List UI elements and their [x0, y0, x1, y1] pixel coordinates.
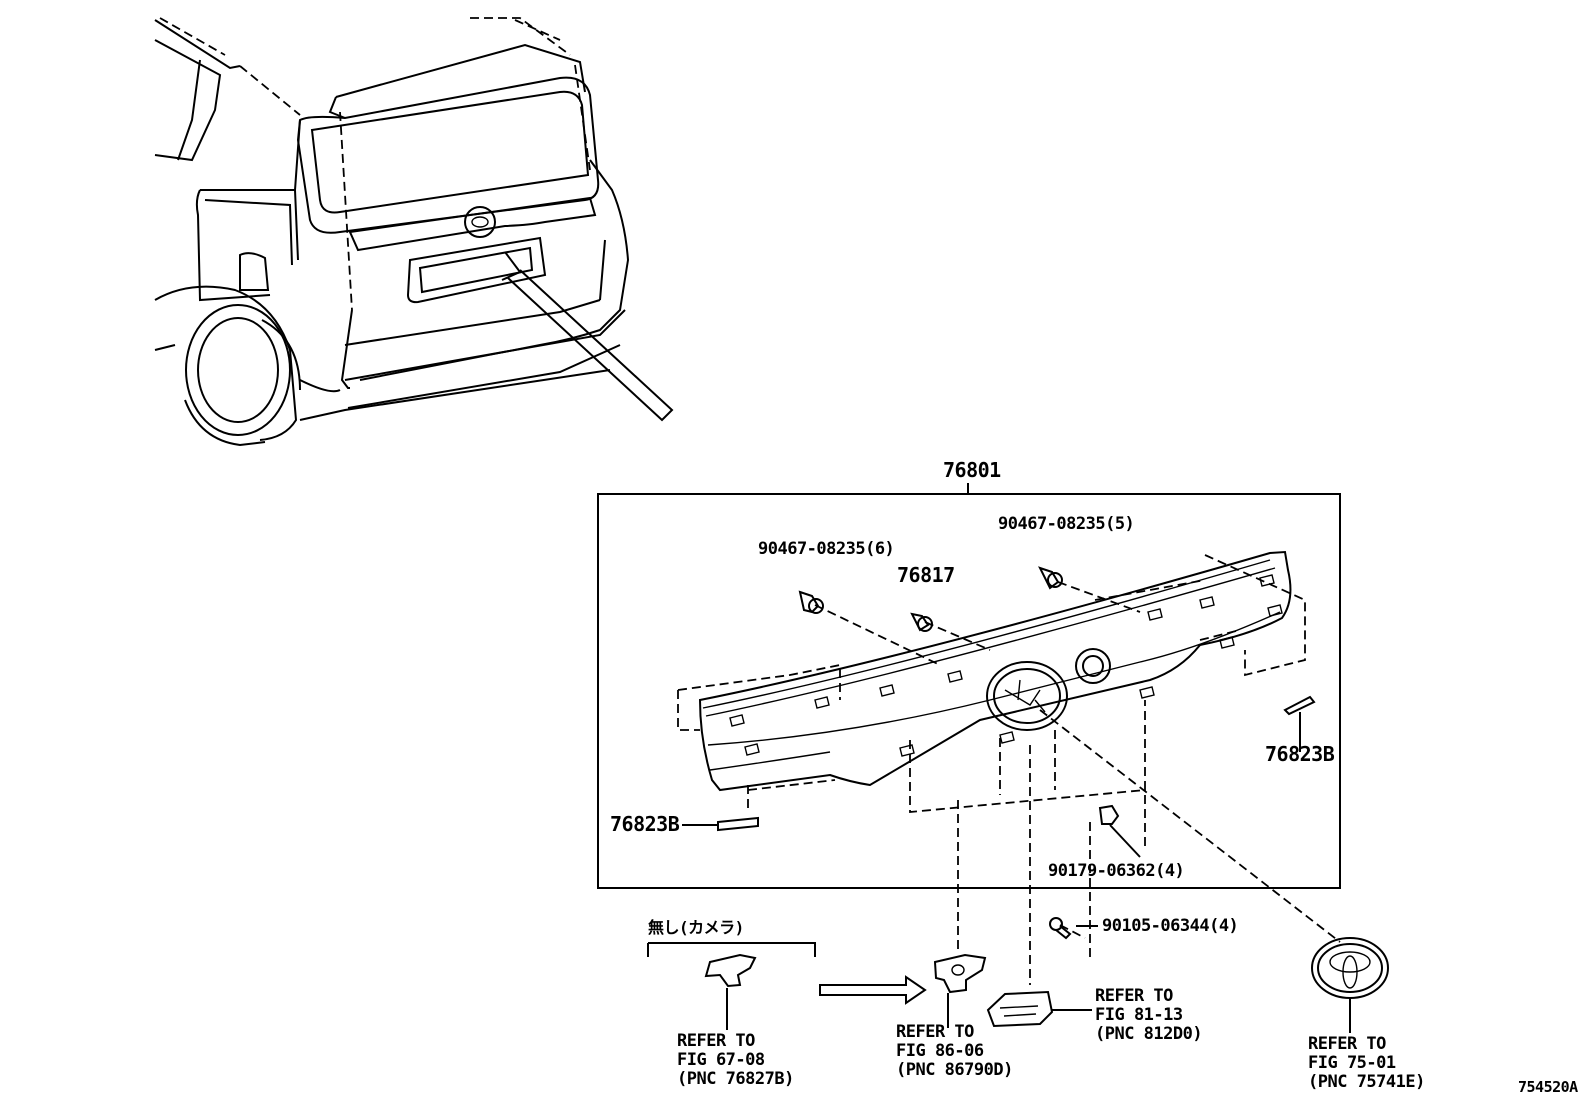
clip-left-part-number: 90467-08235(6): [758, 539, 895, 559]
vehicle-rear-illustration: [154, 17, 674, 447]
main-part-number: 76801: [943, 458, 1001, 482]
nut-icon: [1098, 804, 1141, 858]
arrow-icon: [819, 975, 927, 1005]
camera-icon: [933, 953, 987, 1028]
camera-bracket-icon: [647, 942, 816, 1030]
clip-icon: [910, 612, 933, 632]
screw-icon: [1049, 917, 1098, 940]
tape-left-part-number: 76823B: [610, 812, 680, 836]
garnish-part: [698, 550, 1292, 792]
emblem-icon: [1311, 937, 1389, 1033]
tape-right: [1283, 695, 1316, 752]
clip-center-part-number: 76817: [897, 563, 955, 587]
nut-part-number: 90179-06362(4): [1048, 861, 1185, 881]
screw-part-number: 90105-06344(4): [1102, 916, 1239, 936]
clip-icon: [798, 590, 824, 614]
clip-icon: [1038, 566, 1063, 590]
clip-right-part-number: 90467-08235(5): [998, 514, 1135, 534]
camera-note: 無し(カメラ): [648, 918, 744, 937]
drawing-id: 754520A: [1518, 1078, 1578, 1096]
dashed-guides: [677, 554, 1341, 985]
tape-right-part-number: 76823B: [1265, 742, 1335, 766]
assembly-frame: [597, 493, 1341, 889]
tape-left: [682, 816, 759, 832]
license-lamp-icon: [986, 990, 1092, 1028]
